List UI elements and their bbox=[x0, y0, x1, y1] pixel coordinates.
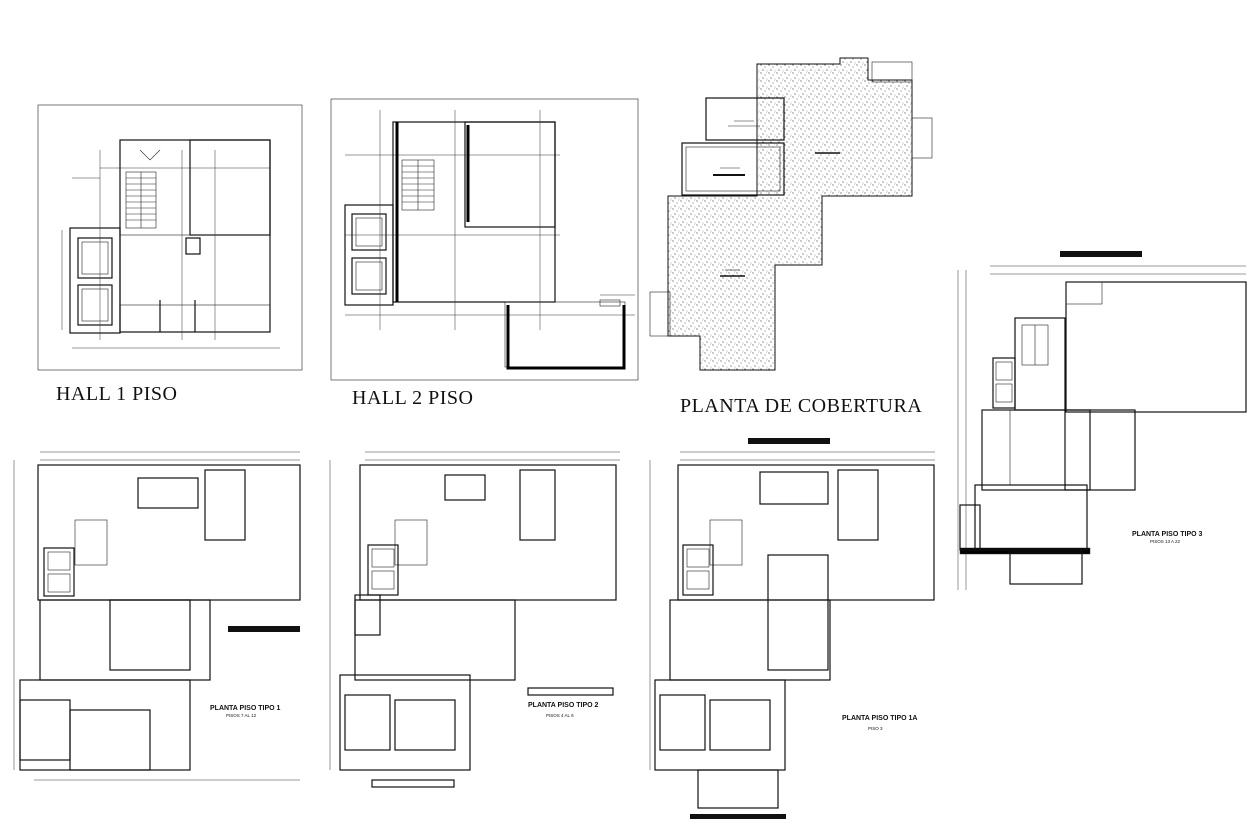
tipo-3-plan bbox=[957, 251, 1247, 590]
tipo-3-title: PLANTA PISO TIPO 3 bbox=[1132, 531, 1203, 538]
tipo-1a-title: PLANTA PISO TIPO 1A bbox=[842, 715, 917, 722]
tipo-1a-subtitle: PISO 3 bbox=[868, 726, 883, 731]
stair-flight bbox=[401, 159, 435, 211]
tipo-3-subtitle: PISOS 13 A 22 bbox=[1150, 539, 1181, 544]
tipo-2-plan bbox=[329, 451, 620, 788]
tipo-1-plan bbox=[13, 451, 301, 781]
hall-2-plan bbox=[330, 98, 639, 381]
tipo-2-subtitle: PISOS 4 AL 6 bbox=[546, 713, 574, 718]
hall-1-label: HALL 1 PISO bbox=[56, 383, 177, 405]
tipo-2-title: PLANTA PISO TIPO 2 bbox=[528, 702, 599, 709]
stair-flight bbox=[125, 149, 161, 229]
tipo-1a-plan bbox=[649, 438, 935, 819]
cobertura-label: PLANTA DE COBERTURA bbox=[680, 395, 922, 417]
roof-plan bbox=[649, 57, 933, 371]
stair-flight bbox=[1021, 324, 1049, 366]
hall-2-label: HALL 2 PISO bbox=[352, 387, 473, 409]
tipo-1-subtitle: PISOS 7 AL 12 bbox=[226, 713, 257, 718]
hall-1-plan bbox=[37, 104, 303, 371]
tipo-1-title: PLANTA PISO TIPO 1 bbox=[210, 705, 281, 712]
